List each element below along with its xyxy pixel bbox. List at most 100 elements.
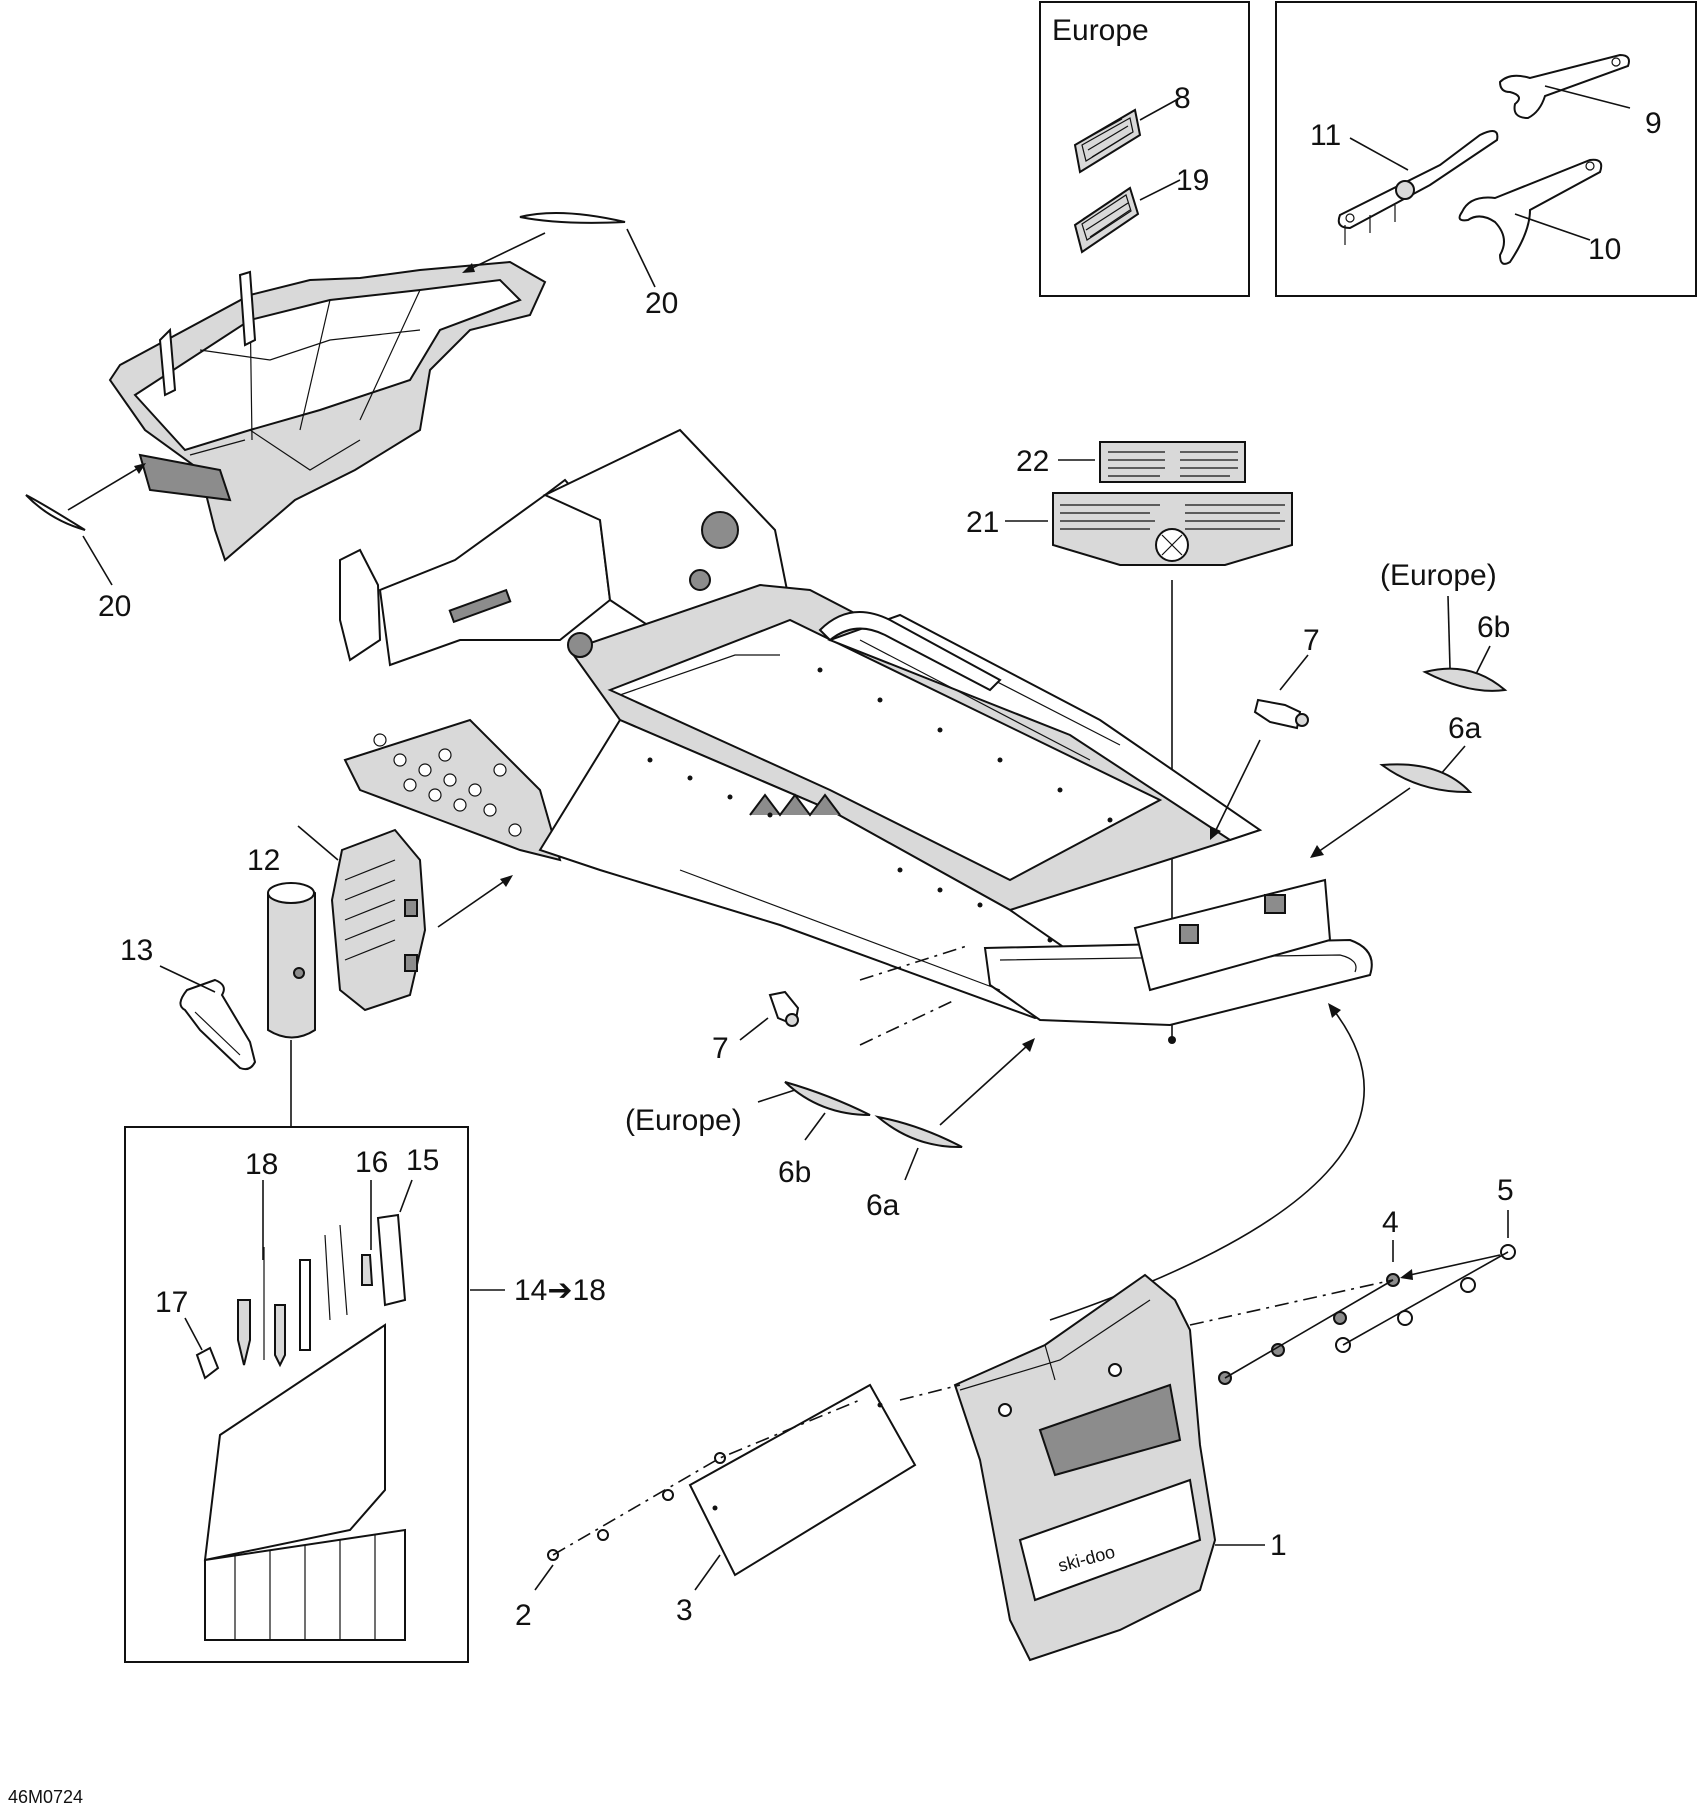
rivet-clip-7-bottom (768, 990, 800, 1027)
strap-13 (179, 978, 257, 1071)
callout-20-left: 20 (98, 590, 131, 623)
arrow-5 (1409, 1254, 1501, 1276)
leader-20-left (82, 535, 113, 586)
callout-8: 8 (1174, 82, 1191, 115)
leader-10 (1514, 213, 1591, 241)
reflector-decal-19 (1073, 186, 1140, 254)
side-decal-6a-top (1379, 763, 1473, 794)
side-decal-6b-top (1422, 667, 1508, 692)
tool-kit-inset (124, 1126, 469, 1663)
callout-19: 19 (1176, 164, 1209, 197)
arrow-6a-bottom (939, 1044, 1029, 1126)
callout-6b-bottom: 6b (778, 1156, 811, 1189)
arrowhead-5 (1400, 1269, 1413, 1280)
leader-15 (399, 1179, 413, 1213)
callout-14-18: 14➔18 (514, 1274, 606, 1307)
side-decal-20-top (519, 212, 626, 224)
locator-dot-21 (1168, 1036, 1176, 1044)
leader-line-plate-flap (899, 1384, 961, 1401)
warning-label-22 (1099, 441, 1246, 483)
callout-9: 9 (1645, 107, 1662, 140)
callout-12: 12 (247, 844, 280, 877)
leader-12 (297, 825, 339, 861)
europe-inset-title: Europe (1052, 14, 1149, 47)
leader-9 (1544, 85, 1631, 109)
leader-20-top (626, 228, 656, 288)
arrowhead-6a-top (1310, 845, 1324, 858)
tools-inset: 9 11 10 (1275, 1, 1697, 297)
wrench-tools (324, 1224, 348, 1321)
callout-18: 18 (245, 1148, 278, 1181)
callout-10: 10 (1588, 233, 1621, 266)
leader-6b-top (1474, 645, 1491, 677)
arrowhead-6a-bottom (1022, 1038, 1035, 1052)
europe-inset: Europe 8 19 (1039, 1, 1250, 297)
callout-7-bottom: 7 (712, 1032, 729, 1065)
callout-5: 5 (1497, 1174, 1514, 1207)
screwdriver-handle (237, 1299, 251, 1366)
leader-europe-bottom (757, 1089, 796, 1103)
callout-4: 4 (1382, 1206, 1399, 1239)
callout-6a-bottom: 6a (866, 1189, 900, 1222)
leader-8 (1139, 97, 1181, 121)
tool-pouch (203, 1323, 386, 1562)
leader-7-bottom (739, 1017, 769, 1041)
spanner-wrench-10 (1458, 158, 1603, 265)
leader-line-nuts (1189, 1279, 1394, 1326)
leader-13 (159, 965, 216, 993)
leader-17 (184, 1317, 203, 1351)
arrow-6a-top (1317, 787, 1411, 853)
callout-1: 1 (1270, 1529, 1287, 1562)
wrench-tool-11 (1337, 130, 1499, 245)
warning-label-21 (1052, 492, 1293, 566)
marker-tool (274, 1304, 286, 1368)
clip-17 (195, 1346, 220, 1380)
diagram-id: 46M0724 (8, 1787, 83, 1807)
callout-22: 22 (1016, 445, 1049, 478)
callout-13: 13 (120, 934, 153, 967)
europe-label-bottom: (Europe) (625, 1104, 742, 1137)
tool-tube-14 (267, 882, 316, 1039)
callout-17: 17 (155, 1286, 188, 1319)
leader-2 (534, 1564, 554, 1591)
leader-line-washers (552, 1399, 861, 1556)
leader-11 (1349, 137, 1409, 171)
callout-6b-top: 6b (1477, 611, 1510, 644)
callout-3: 3 (676, 1594, 693, 1627)
rivets-5 (1335, 1244, 1516, 1353)
arrow-7-top (1214, 739, 1261, 833)
leader-europe-top (1447, 595, 1451, 669)
leader-19 (1139, 179, 1181, 201)
rivet-clip-7-top (1253, 698, 1309, 730)
washers-2 (547, 1452, 726, 1561)
arrowhead-20-top (462, 263, 475, 273)
leader-6a-top (1439, 745, 1466, 776)
leader-3 (694, 1554, 721, 1591)
snow-flap-1: ski-doo (953, 1273, 1217, 1662)
arrowhead-12 (500, 875, 513, 887)
arrow-20-left (67, 466, 141, 511)
bit-16 (361, 1254, 374, 1286)
reinforcement-plate-3 (688, 1383, 917, 1577)
leader-line-nuts-2 (1224, 1279, 1394, 1379)
spanner-wrench-9 (1498, 53, 1630, 120)
leader-6a-bottom (904, 1147, 919, 1181)
callout-21: 21 (966, 506, 999, 539)
side-decal-20-left (25, 494, 86, 531)
arrow-12 (437, 879, 507, 928)
callout-20-top: 20 (645, 287, 678, 320)
callout-7-top: 7 (1303, 624, 1320, 657)
leader-line-lower-2 (859, 999, 956, 1046)
front-cowl-assembly (108, 260, 547, 562)
leader-line-rivets (1342, 1251, 1509, 1346)
leader-7-top (1279, 654, 1309, 691)
reflector-decal-8 (1073, 108, 1142, 174)
callout-15: 15 (406, 1144, 439, 1177)
chassis-frame (339, 428, 1373, 1027)
socket-15 (376, 1213, 407, 1307)
arrow-20-top (467, 232, 546, 271)
callout-6a-top: 6a (1448, 712, 1482, 745)
callout-16: 16 (355, 1146, 388, 1179)
callout-11: 11 (1310, 119, 1341, 152)
leader-line-lower-1 (859, 944, 971, 981)
